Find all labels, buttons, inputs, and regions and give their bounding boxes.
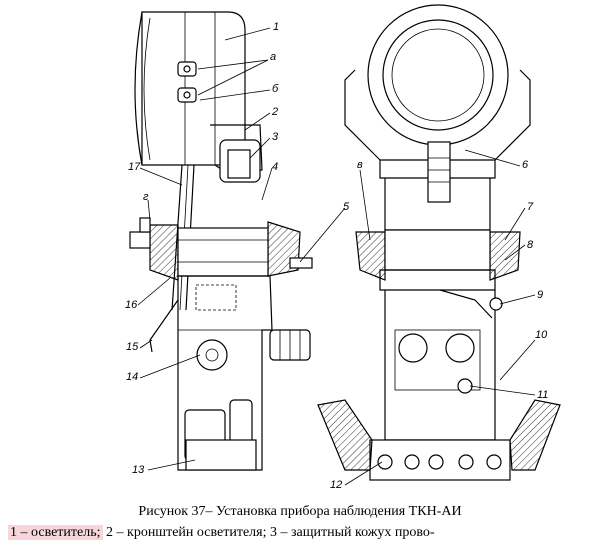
callout-11: 11 (537, 389, 548, 401)
callout-12: 12 (330, 479, 342, 491)
callout-17: 17 (128, 161, 141, 173)
figure-caption: Рисунок 37– Установка прибора наблюдения… (138, 504, 462, 519)
callout-15: 15 (126, 341, 139, 353)
callout-labels: 1 а б 2 3 4 5 17 г 16 15 14 13 6 в 7 8 9… (125, 21, 548, 491)
callout-6: 6 (522, 159, 529, 171)
legend-rest: 2 – кронштейн осветителя; 3 – защитный к… (102, 525, 435, 540)
callout-10: 10 (535, 329, 548, 341)
figure-legend: 1 – осветитель; 2 – кронштейн осветителя… (8, 525, 435, 541)
callout-4: 4 (272, 161, 278, 173)
callout-7: 7 (527, 201, 534, 213)
callout-b: б (272, 83, 279, 95)
callout-3: 3 (272, 131, 279, 143)
callout-14: 14 (126, 371, 138, 383)
callout-1: 1 (273, 21, 279, 33)
callout-8: 8 (527, 239, 534, 251)
callout-16: 16 (125, 299, 138, 311)
side-view (129, 11, 313, 471)
callout-v: в (357, 159, 363, 171)
callout-a: а (270, 51, 276, 63)
legend-highlight: 1 – осветитель; (8, 525, 103, 540)
callout-13: 13 (132, 464, 145, 476)
front-view (317, 4, 561, 481)
callout-2: 2 (271, 106, 278, 118)
callout-9: 9 (537, 289, 543, 301)
callout-5: 5 (343, 201, 350, 213)
callout-g: г (143, 191, 149, 203)
technical-drawing: 1 а б 2 3 4 5 17 г 16 15 14 13 6 в 7 8 9… (125, 4, 561, 491)
leader-lines (137, 27, 536, 486)
